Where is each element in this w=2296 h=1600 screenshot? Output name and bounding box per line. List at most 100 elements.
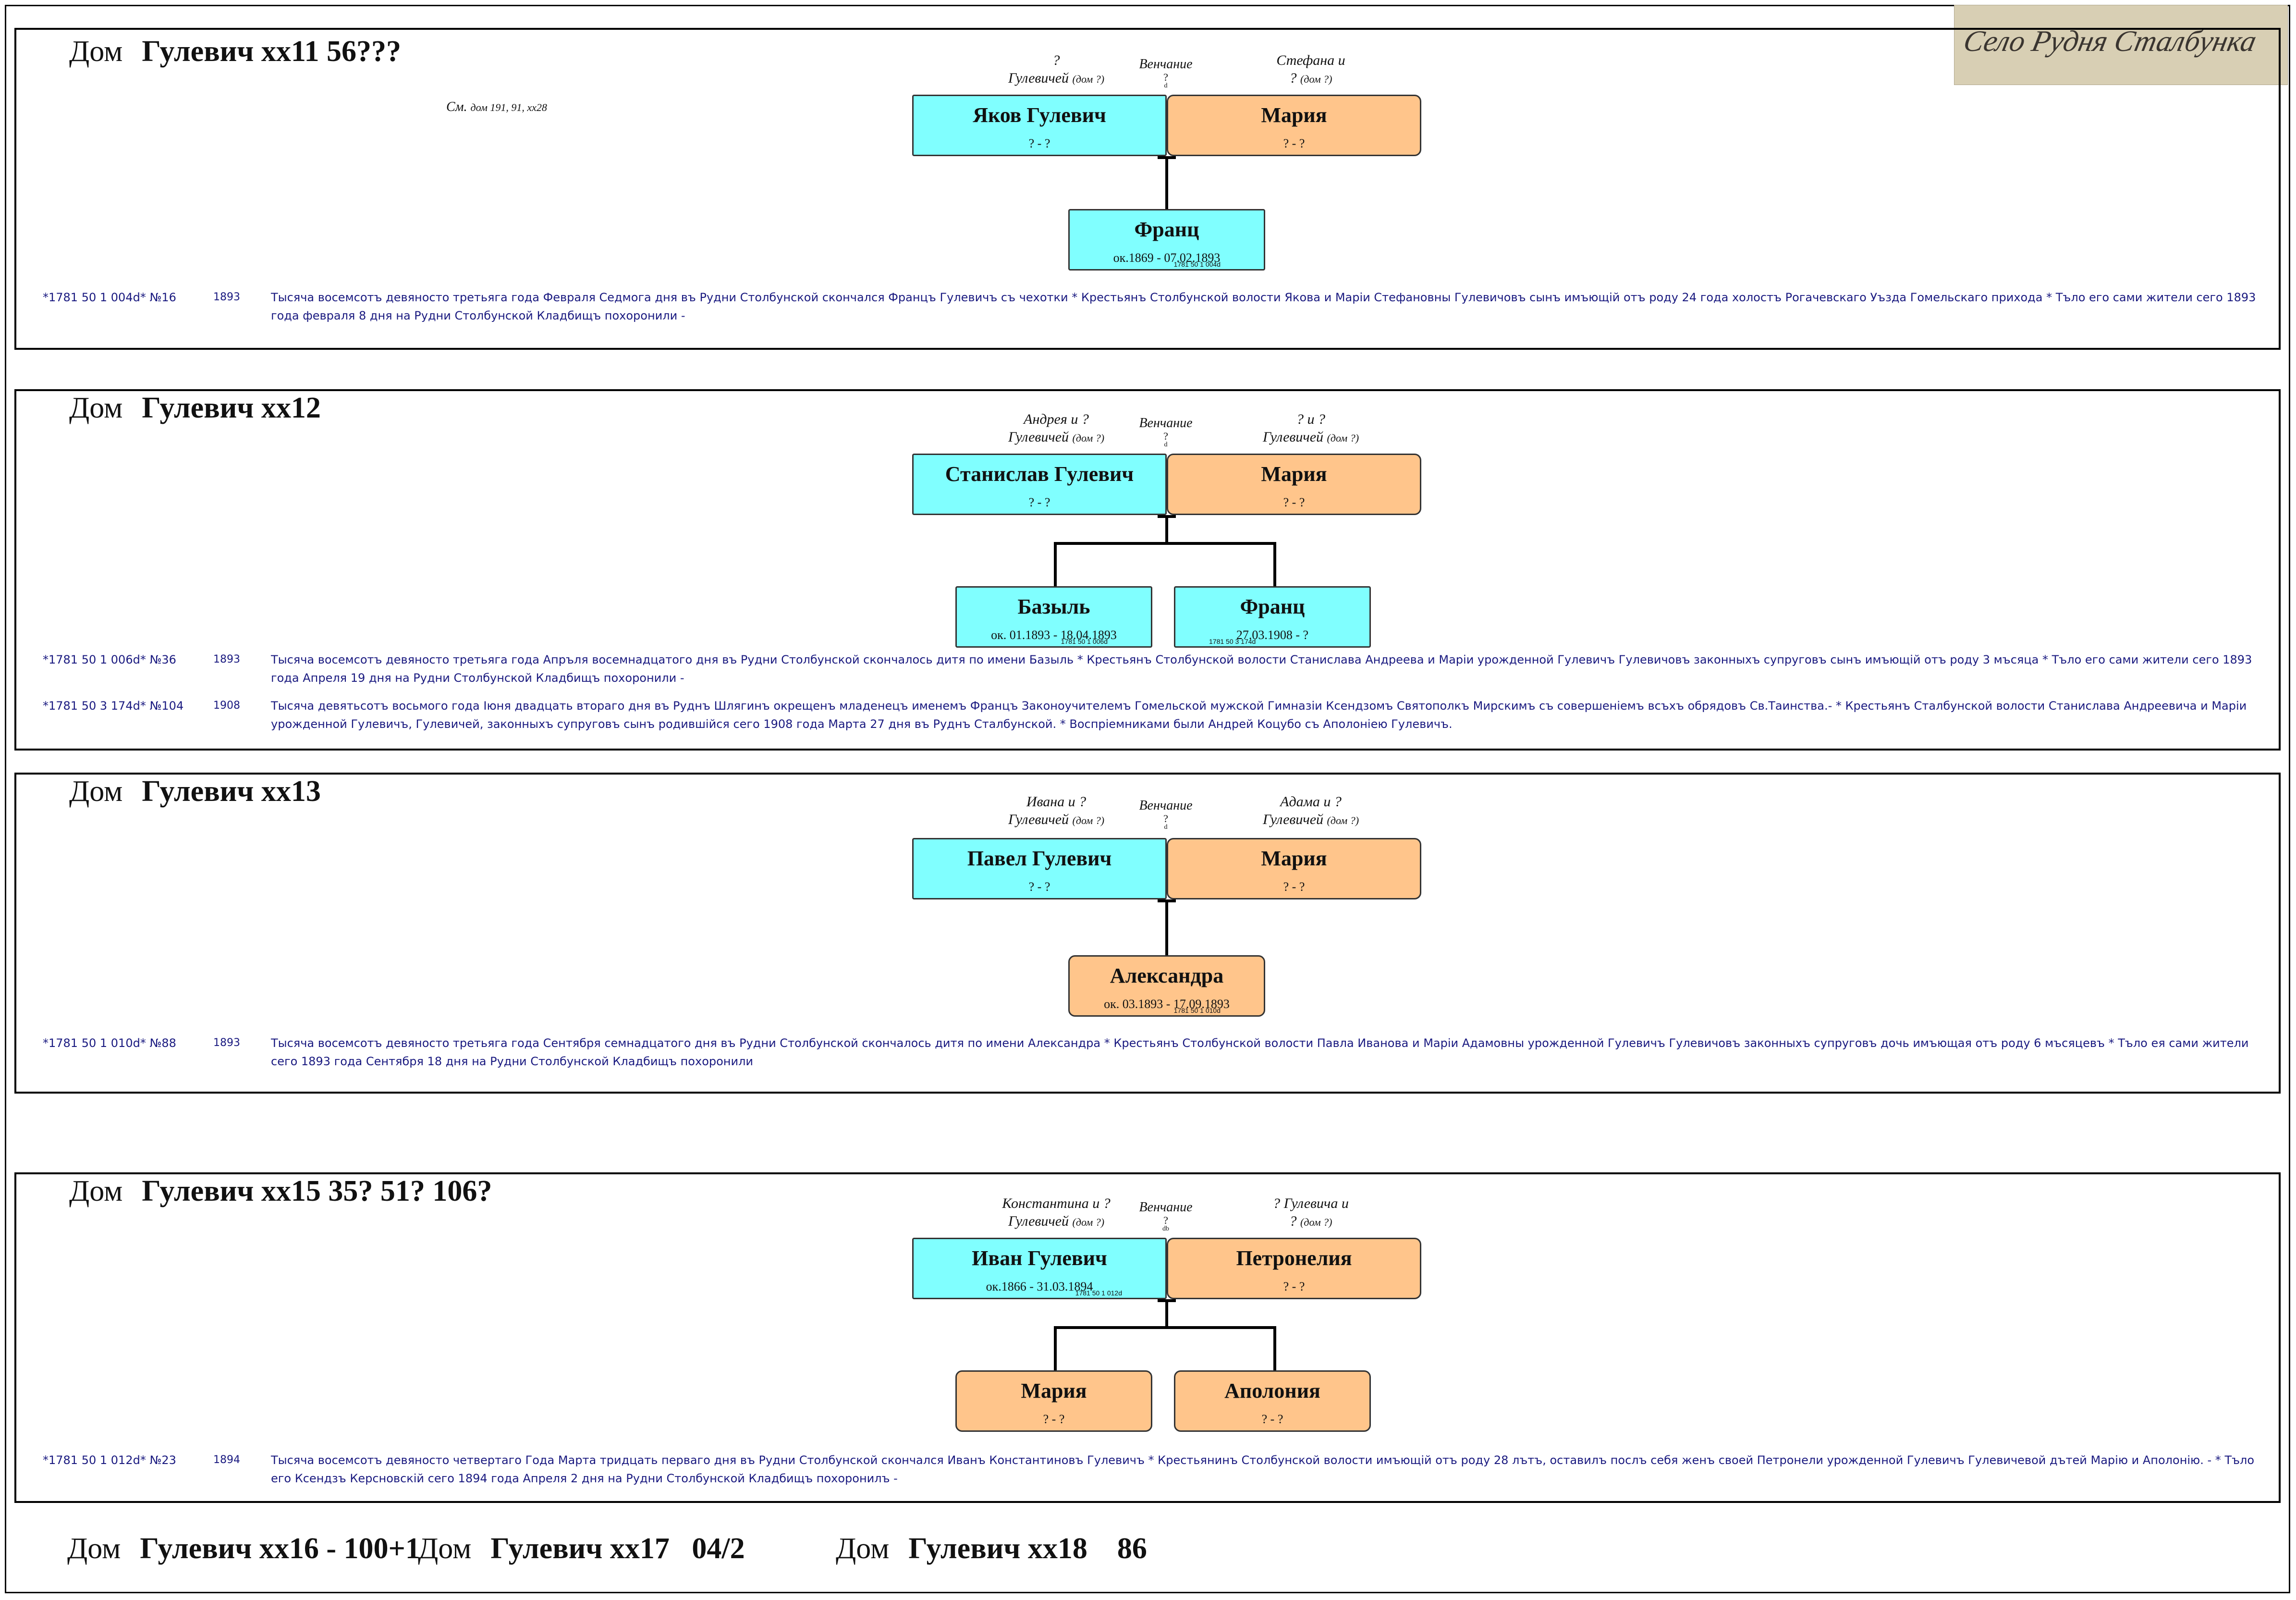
source-ref: 1781 50 1 004d — [1173, 260, 1221, 268]
record-year: 1908 — [213, 700, 240, 712]
person-name: Яков Гулевич — [973, 103, 1106, 127]
child-box[interactable]: Аполония? - ? — [1174, 1370, 1371, 1432]
person-name: Мария — [1021, 1379, 1087, 1403]
wedding-source: db — [1162, 1225, 1169, 1232]
parents-note: (дом ?) — [1300, 73, 1332, 85]
house-title-text: Гулевич хх16 - 100+1 — [140, 1532, 420, 1565]
wedding-date: ? — [1163, 1214, 1168, 1226]
parents-note: (дом ?) — [1072, 814, 1105, 826]
person-name: Франц — [1134, 218, 1199, 241]
husband-parents: Андрея и ?Гулевичей (дом ?) — [955, 410, 1157, 447]
child-drop-line — [1054, 542, 1057, 586]
person-name: Франц — [1240, 595, 1305, 618]
wife-parents: ? Гулевича и? (дом ?) — [1210, 1194, 1412, 1231]
parents-note: (дом ?) — [1300, 1216, 1332, 1228]
wedding-source: d — [1164, 441, 1168, 448]
parents-line2: Гулевичей — [1008, 812, 1069, 827]
wife-box[interactable]: Мария ? - ? — [1167, 454, 1421, 515]
person-name: Павел Гулевич — [967, 847, 1112, 870]
child-drop-line — [1273, 542, 1276, 586]
house-title-text: Гулевич хх17 04/2 — [490, 1532, 745, 1565]
child-box[interactable]: Франц 27.03.1908 - ?1781 50 3 174d — [1174, 586, 1371, 648]
wedding-label: Венчание?d — [1118, 415, 1214, 448]
wife-parents: Адама и ?Гулевичей (дом ?) — [1210, 793, 1412, 829]
record-ref: *1781 50 1 010d* №88 — [43, 1036, 176, 1050]
source-ref: 1781 50 1 010d — [1173, 1007, 1221, 1014]
wedding-source: d — [1164, 82, 1168, 89]
husband-box[interactable]: Станислав Гулевич ? - ? — [912, 454, 1167, 515]
wedding-text: Венчание — [1139, 1200, 1193, 1215]
record-year: 1894 — [213, 1454, 240, 1466]
person-name: Иван Гулевич — [972, 1246, 1107, 1270]
see-also-prefix: См. — [446, 99, 467, 114]
parents-line2: Гулевичей — [1008, 70, 1069, 86]
child-drop-line — [1273, 1326, 1276, 1370]
parents-note: (дом ?) — [1327, 814, 1359, 826]
marriage-tick — [1158, 515, 1176, 518]
source-ref: 1781 50 1 012d — [1075, 1289, 1122, 1297]
parents-line1: Константина и ? — [1002, 1195, 1111, 1211]
descent-line — [1165, 515, 1168, 544]
record-text: Тысяча восемсотъ девяносто четвертаго Го… — [271, 1453, 2255, 1485]
wife-box[interactable]: Петронелия? - ? — [1167, 1238, 1421, 1299]
person-name: Станислав Гулевич — [945, 462, 1134, 486]
record-text: Тысяча восемсотъ девяносто третьяга года… — [271, 653, 2252, 685]
wife-box[interactable]: Мария? - ? — [1167, 95, 1421, 156]
parents-line2: ? — [1289, 1213, 1297, 1229]
parents-line1: Стефана и — [1276, 52, 1345, 68]
parents-line2: Гулевичей — [1008, 429, 1069, 445]
person-dates: ? - ? — [1283, 495, 1305, 509]
parents-note: (дом ?) — [1072, 73, 1105, 85]
person-dates: ? - ? — [1028, 495, 1050, 509]
wedding-label: Венчание?db — [1118, 1199, 1214, 1232]
wedding-date: ? — [1163, 812, 1168, 825]
person-name: Мария — [1261, 462, 1327, 486]
wedding-label: Венчание?d — [1118, 56, 1214, 89]
record-year: 1893 — [213, 1037, 240, 1049]
child-drop-line — [1054, 1326, 1057, 1370]
parents-note: (дом ?) — [1072, 432, 1105, 444]
parents-note: (дом ?) — [1072, 1216, 1105, 1228]
wife-box[interactable]: Мария ? - ? — [1167, 838, 1421, 899]
parents-line2: Гулевичей — [1262, 429, 1324, 445]
person-dates: 27.03.1908 - ? — [1236, 628, 1309, 642]
dom-label: Дом — [69, 392, 123, 424]
husband-box[interactable]: Яков Гулевич? - ? — [912, 95, 1167, 156]
person-dates: ок. 01.1893 - 18.04.1893 — [991, 628, 1117, 642]
record-ref: *1781 50 3 174d* №104 — [43, 699, 184, 713]
person-dates: ок.1866 - 31.03.1894 — [986, 1280, 1093, 1293]
child-box[interactable]: Мария? - ? — [955, 1370, 1152, 1432]
husband-box[interactable]: Павел Гулевич? - ? — [912, 838, 1167, 899]
record-text: Тысяча восемсотъ девяносто третьяга года… — [271, 291, 2256, 322]
wedding-label: Венчание?d — [1118, 798, 1214, 831]
see-also-note: См. дом 191, 91, хх28 — [446, 99, 547, 115]
wedding-date: ? — [1163, 430, 1168, 442]
person-dates: ? - ? — [1283, 880, 1305, 894]
wedding-text: Венчание — [1139, 798, 1193, 813]
source-ref: 1781 50 3 174d — [1209, 638, 1256, 645]
record-ref: *1781 50 1 012d* №23 — [43, 1453, 176, 1467]
husband-parents: Константина и ?Гулевичей (дом ?) — [955, 1194, 1157, 1231]
record-year: 1893 — [213, 291, 240, 303]
wife-parents: ? и ?Гулевичей (дом ?) — [1210, 410, 1412, 447]
record-ref: *1781 50 1 004d* №16 — [43, 291, 176, 304]
person-name: Мария — [1261, 103, 1327, 127]
person-dates: ? - ? — [1261, 1412, 1283, 1426]
person-dates: ок.1869 - 07.02.1893 — [1113, 251, 1221, 265]
wedding-source: d — [1164, 824, 1168, 831]
page-frame — [5, 5, 2290, 1593]
person-name: Мария — [1261, 847, 1327, 870]
marriage-tick — [1158, 156, 1176, 159]
